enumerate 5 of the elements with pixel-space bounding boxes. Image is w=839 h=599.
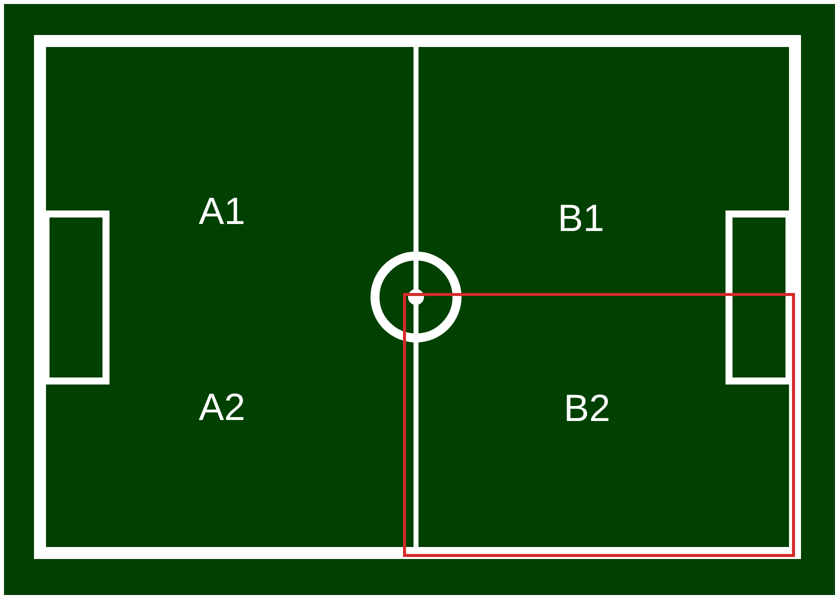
zone-label: B1 <box>558 197 604 241</box>
zone-label: A2 <box>198 386 246 430</box>
zone-label: A1 <box>198 190 246 234</box>
highlight-rectangle <box>403 293 795 557</box>
zone-label: B2 <box>564 387 610 431</box>
